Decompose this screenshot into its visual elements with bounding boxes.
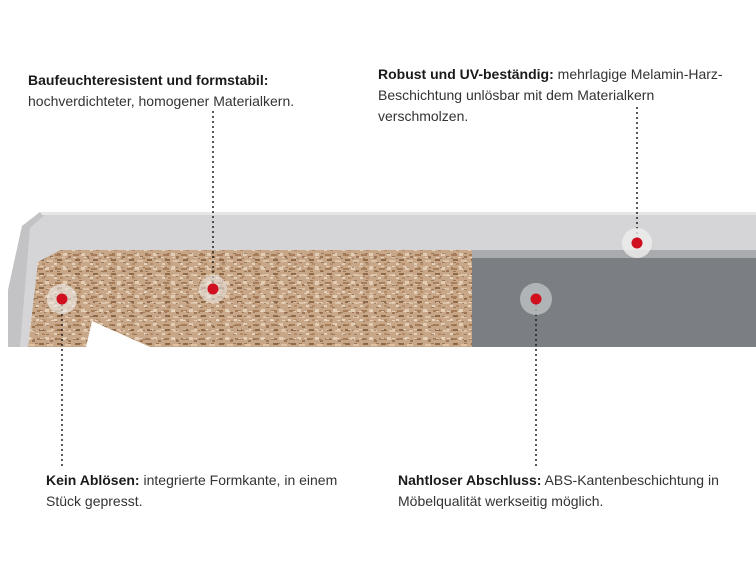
annotation-top-left: Baufeuchteresistent und formstabil: hoch… bbox=[28, 70, 358, 112]
annotation-text: hochverdichteter, homogener Materialkern… bbox=[28, 93, 295, 109]
coating-top-highlight bbox=[40, 212, 756, 215]
abs-edge-band bbox=[472, 250, 756, 347]
marker-form-edge bbox=[47, 284, 77, 314]
marker-coating bbox=[622, 228, 652, 258]
annotation-title: Kein Ablösen: bbox=[46, 472, 140, 488]
annotation-bottom-left: Kein Ablösen: integrierte Formkante, in … bbox=[46, 470, 346, 512]
annotation-text: mehrlagige Melamin-Harz-Beschichtung unl… bbox=[378, 66, 723, 124]
marker-abs-edge bbox=[520, 283, 552, 315]
annotation-text: integrierte Formkante, in einem Stück ge… bbox=[46, 472, 338, 509]
annotation-bottom-right: Nahtloser Abschluss: ABS-Kantenbeschicht… bbox=[398, 470, 748, 512]
nose-edge-shade bbox=[8, 212, 48, 347]
annotation-title: Nahtloser Abschluss: bbox=[398, 472, 542, 488]
annotation-top-right: Robust und UV-beständig: mehrlagige Mela… bbox=[378, 64, 738, 127]
marker-core bbox=[199, 275, 227, 303]
annotation-text: ABS-Kantenbeschichtung in Möbelqualität … bbox=[398, 472, 719, 509]
annotation-title: Baufeuchteresistent und formstabil: bbox=[28, 72, 269, 88]
abs-edge-top-line bbox=[472, 250, 756, 258]
melamine-coating-shell bbox=[8, 212, 756, 347]
annotation-title: Robust und UV-beständig: bbox=[378, 66, 554, 82]
